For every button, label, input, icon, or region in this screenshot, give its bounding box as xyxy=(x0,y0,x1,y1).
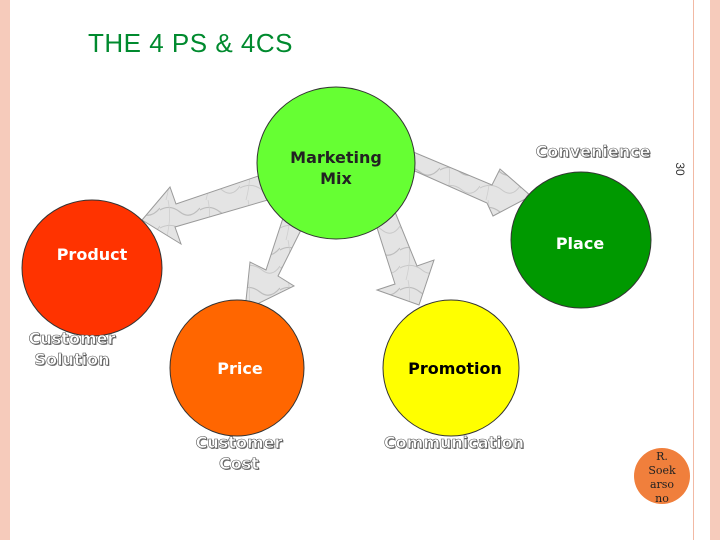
customer-solution-label: Customer Solution xyxy=(28,329,116,370)
place-circle xyxy=(510,171,652,309)
convenience-label: Convenience xyxy=(535,142,651,162)
slide-frame-line xyxy=(693,0,694,540)
author-badge-text: R. Soek arso no xyxy=(648,450,676,505)
communication-label: Communication xyxy=(383,433,525,453)
promotion-label: Promotion xyxy=(408,359,502,378)
product-circle xyxy=(21,199,163,337)
slide-title: THE 4 PS & 4CS xyxy=(88,28,293,58)
slide-frame-right xyxy=(710,0,720,540)
marketing-mix-label: Marketing Mix xyxy=(290,148,382,188)
author-badge-circle xyxy=(634,448,690,504)
marketing-mix-circle xyxy=(256,86,416,240)
place-label: Place xyxy=(555,234,605,253)
promotion-circle xyxy=(382,299,520,437)
slide-frame-left xyxy=(0,0,10,540)
author-badge: R. Soek arso no xyxy=(634,448,690,514)
arrow-to-promotion xyxy=(371,206,435,306)
price-label: Price xyxy=(217,359,263,378)
price-circle xyxy=(169,299,305,437)
customer-cost-label: Customer Cost xyxy=(195,433,283,474)
product-label: Product xyxy=(56,245,128,264)
